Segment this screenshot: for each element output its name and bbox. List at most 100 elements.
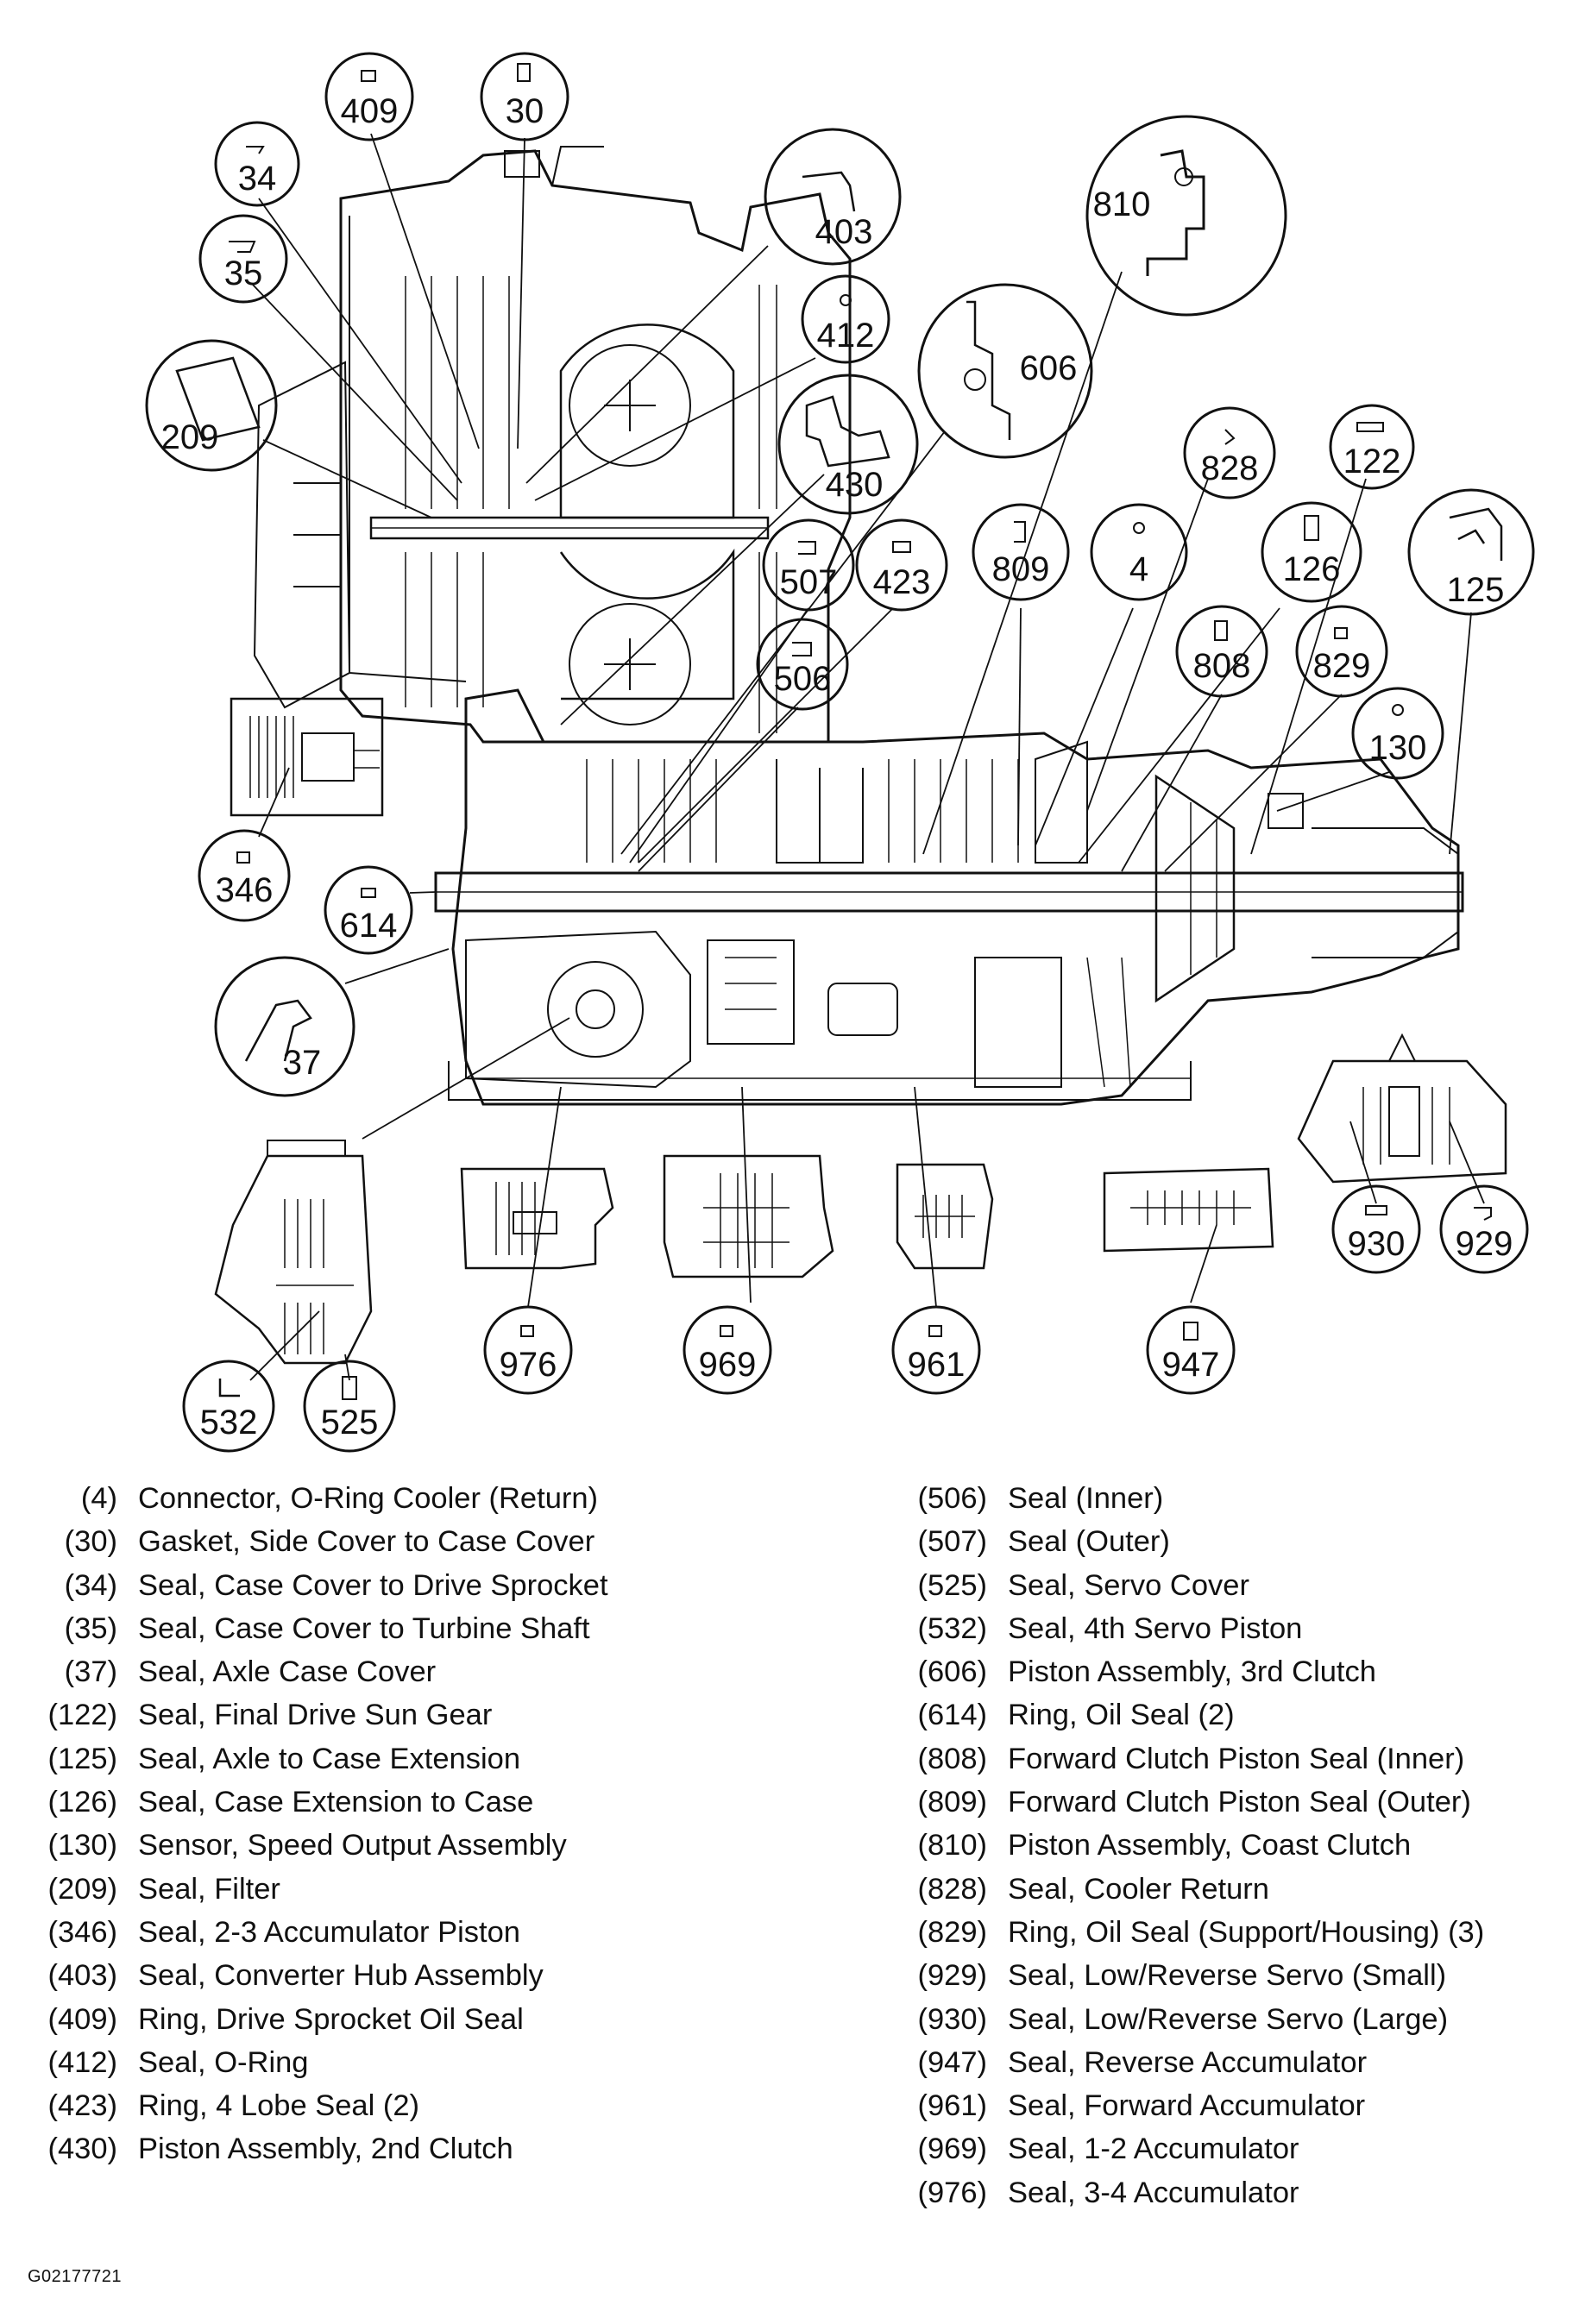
legend-item-number: (4) [80, 1482, 117, 1515]
callout-947: 947 [1146, 1305, 1236, 1395]
svg-text:209: 209 [161, 418, 219, 456]
legend-item: (4)Connector, O-Ring Cooler (Return) [24, 1477, 801, 1520]
legend-item-description: Forward Clutch Piston Seal (Outer) [1008, 1786, 1471, 1819]
legend-item-number: (122) [47, 1699, 117, 1732]
callout-403: 403 [764, 128, 902, 266]
legend-item: (809) Forward Clutch Piston Seal (Outer) [894, 1781, 1576, 1824]
legend-item-description: Piston Assembly, 2nd Clutch [138, 2132, 513, 2166]
callout-4: 4 [1090, 503, 1188, 601]
legend-item-number: (35) [64, 1611, 117, 1645]
svg-text:130: 130 [1369, 729, 1427, 767]
legend-item-description: Seal, Servo Cover [1008, 1568, 1249, 1602]
callout-525: 525 [303, 1360, 396, 1453]
callout-969: 969 [683, 1305, 772, 1395]
svg-text:532: 532 [200, 1404, 258, 1442]
legend-item-number: (34) [64, 1568, 117, 1602]
legend-item: (430)Piston Assembly, 2nd Clutch [24, 2127, 801, 2170]
svg-text:506: 506 [774, 660, 832, 698]
legend-item-number: (614) [917, 1699, 987, 1732]
svg-text:614: 614 [340, 907, 398, 945]
callout-430: 430 [777, 374, 919, 515]
legend-item: (930) Seal, Low/Reverse Servo (Large) [894, 1998, 1576, 2041]
svg-text:929: 929 [1456, 1225, 1513, 1263]
callout-126: 126 [1261, 501, 1362, 603]
callout-810: 810 [1085, 115, 1287, 317]
detail-3-4-accumulator [460, 1167, 614, 1270]
svg-text:34: 34 [238, 160, 277, 198]
legend-item: (409)Ring, Drive Sprocket Oil Seal [24, 1998, 801, 2041]
callout-130: 130 [1351, 687, 1444, 780]
legend-item: (209)Seal, Filter [24, 1868, 801, 1911]
legend-item-description: Seal, O-Ring [138, 2045, 309, 2079]
legend-left-column: (4)Connector, O-Ring Cooler (Return)(30)… [24, 1477, 801, 2171]
legend-item-description: Ring, Oil Seal (Support/Housing) (3) [1008, 1915, 1485, 1949]
legend-item: (423)Ring, 4 Lobe Seal (2) [24, 2084, 801, 2127]
legend-item-number: (606) [917, 1655, 987, 1689]
legend-item-description: Seal, Case Cover to Drive Sprocket [138, 1568, 608, 1602]
legend-item: (829)Ring, Oil Seal (Support/Housing) (3… [894, 1911, 1576, 1954]
svg-text:525: 525 [321, 1404, 379, 1442]
svg-text:829: 829 [1313, 647, 1371, 685]
svg-text:969: 969 [699, 1346, 757, 1384]
legend-item-number: (930) [917, 2002, 987, 2036]
legend-item: (976) Seal, 3-4 Accumulator [894, 2171, 1576, 2214]
legend-item-description: Seal, Case Extension to Case [138, 1786, 534, 1819]
svg-text:409: 409 [341, 92, 399, 130]
legend-item: (126)Seal, Case Extension to Case [24, 1781, 801, 1824]
legend-item: (828) Seal, Cooler Return [894, 1868, 1576, 1911]
legend-item-number: (947) [917, 2045, 987, 2079]
legend-item-number: (506) [917, 1482, 987, 1515]
callout-122: 122 [1329, 404, 1415, 490]
callout-506: 506 [756, 618, 849, 711]
svg-text:403: 403 [815, 213, 873, 251]
legend-item-number: (403) [47, 1959, 117, 1993]
legend-item-description: Seal, Cooler Return [1008, 1872, 1269, 1906]
legend-item-description: Seal, Reverse Accumulator [1008, 2045, 1368, 2079]
svg-text:961: 961 [908, 1346, 966, 1384]
legend-item-description: Piston Assembly, 3rd Clutch [1008, 1655, 1376, 1689]
svg-text:947: 947 [1162, 1346, 1220, 1384]
legend-right-column: (506)Seal (Inner)(507)Seal (Outer)(525)S… [894, 1477, 1576, 2214]
legend-item: (961)Seal, Forward Accumulator [894, 2084, 1576, 2127]
legend-item-number: (30) [64, 1525, 117, 1559]
callout-976: 976 [483, 1305, 573, 1395]
legend-item: (35) Seal, Case Cover to Turbine Shaft [24, 1607, 801, 1650]
legend-item-number: (37) [64, 1655, 117, 1689]
callout-808: 808 [1175, 605, 1268, 698]
callout-37: 37 [214, 956, 355, 1097]
legend-item-number: (507) [917, 1525, 987, 1559]
callout-614: 614 [324, 865, 413, 955]
svg-text:35: 35 [224, 254, 263, 292]
legend-item: (346)Seal, 2-3 Accumulator Piston [24, 1911, 801, 1954]
legend-item-description: Seal, Low/Reverse Servo (Large) [1008, 2002, 1449, 2036]
svg-text:606: 606 [1020, 349, 1078, 387]
legend-item-number: (532) [917, 1611, 987, 1645]
callout-507: 507 [762, 518, 855, 612]
callout-35: 35 [198, 214, 288, 304]
legend-item-description: Seal, 3-4 Accumulator [1008, 2176, 1299, 2209]
legend-item-description: Seal, 2-3 Accumulator Piston [138, 1915, 520, 1949]
legend-item-number: (209) [47, 1872, 117, 1906]
legend-item: (532)Seal, 4th Servo Piston [894, 1607, 1576, 1650]
callout-125: 125 [1407, 488, 1535, 616]
legend-item-description: Seal, Case Cover to Turbine Shaft [138, 1611, 590, 1645]
legend-item: (810)Piston Assembly, Coast Clutch [894, 1824, 1576, 1867]
legend-item: (37)Seal, Axle Case Cover [24, 1650, 801, 1693]
svg-text:930: 930 [1348, 1225, 1406, 1263]
svg-text:976: 976 [500, 1346, 557, 1384]
legend-item: (30)Gasket, Side Cover to Case Cover [24, 1520, 801, 1563]
legend-item-number: (929) [917, 1959, 987, 1993]
legend-item-number: (976) [917, 2176, 987, 2209]
svg-text:828: 828 [1201, 449, 1259, 487]
legend-item-description: Seal, Final Drive Sun Gear [138, 1699, 493, 1732]
svg-text:809: 809 [992, 550, 1050, 588]
svg-text:430: 430 [826, 466, 884, 504]
legend-item-number: (828) [917, 1872, 987, 1906]
callout-346: 346 [198, 829, 291, 922]
legend-item-number: (809) [917, 1786, 987, 1819]
legend-item-description: Seal (Outer) [1008, 1525, 1170, 1559]
svg-text:810: 810 [1093, 185, 1151, 223]
svg-text:37: 37 [283, 1044, 322, 1082]
legend-item-number: (412) [47, 2045, 117, 2079]
legend-item-number: (525) [917, 1568, 987, 1602]
